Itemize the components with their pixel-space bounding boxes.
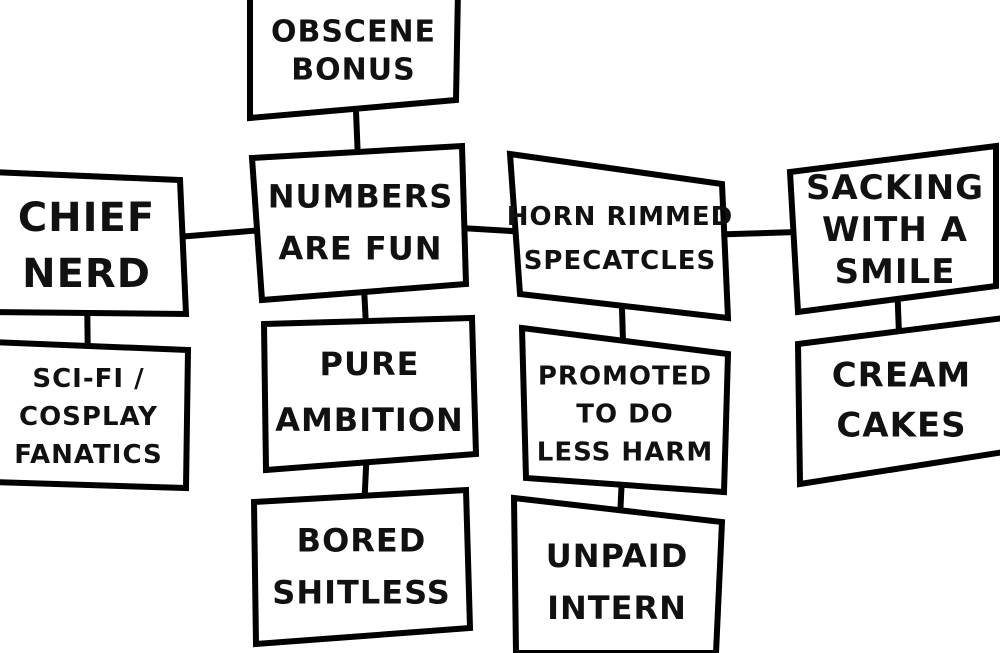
node-unpaid-intern: UNPAID INTERN — [510, 494, 726, 653]
node-cream-cakes: CREAM CAKES — [794, 315, 1000, 488]
node-label-line: COSPLAY — [19, 402, 158, 432]
node-label-line: PURE — [320, 345, 420, 383]
connector-layer — [83, 49, 905, 582]
node-chief-nerd: CHIEF NERD — [0, 169, 190, 318]
node-box-sacking-smile — [786, 142, 999, 316]
node-label-line: SHITLESS — [272, 574, 450, 612]
node-box-unpaid-intern — [510, 494, 726, 653]
node-pure-ambition: PURE AMBITION — [260, 314, 480, 474]
node-promoted: PROMOTED TO DO LESS HARM — [518, 324, 732, 496]
node-label-line: UNPAID — [546, 537, 689, 575]
node-label-line: NUMBERS — [268, 178, 454, 216]
node-scifi-cosplay: SCI-FI / COSPLAY FANATICS — [0, 339, 192, 492]
node-label-line: INTERN — [547, 589, 687, 627]
node-label-line: SMILE — [835, 252, 956, 292]
node-box-bored — [250, 486, 474, 648]
node-box-numbers-are-fun — [248, 142, 470, 304]
node-label-line: CREAM — [832, 356, 972, 396]
node-label-line: SCI-FI / — [32, 364, 144, 394]
node-label-line: BORED — [297, 522, 427, 560]
node-label-line: OBSCENE — [271, 14, 436, 49]
node-label-line: PROMOTED — [538, 361, 712, 391]
node-box-obscene-bonus — [247, 0, 461, 122]
node-box-chief-nerd — [0, 169, 190, 318]
node-label-line: BONUS — [291, 52, 415, 87]
node-label-line: LESS HARM — [537, 437, 713, 467]
node-horn-rimmed: HORN RIMMED SPECATCLES — [506, 150, 733, 322]
node-bored: BORED SHITLESS — [250, 486, 474, 648]
node-label-line: SACKING — [806, 168, 984, 208]
node-box-pure-ambition — [260, 314, 480, 474]
node-label-line: HORN RIMMED — [507, 202, 733, 232]
node-label-line: WITH A — [822, 210, 968, 250]
node-box-scifi-cosplay — [0, 339, 192, 492]
node-box-horn-rimmed — [506, 150, 732, 322]
node-label-line: TO DO — [576, 399, 674, 429]
node-label-line: CAKES — [836, 406, 966, 446]
node-numbers-are-fun: NUMBERS ARE FUN — [248, 142, 470, 304]
node-label-line: NERD — [22, 251, 151, 297]
node-box-promoted — [518, 324, 732, 496]
node-box-cream-cakes — [794, 315, 1000, 488]
node-label-line: FANATICS — [14, 440, 162, 470]
node-label-line: ARE FUN — [278, 230, 442, 268]
node-label-line: SPECATCLES — [524, 246, 717, 276]
node-label-line: AMBITION — [275, 401, 464, 439]
node-label-line: CHIEF — [18, 195, 155, 241]
